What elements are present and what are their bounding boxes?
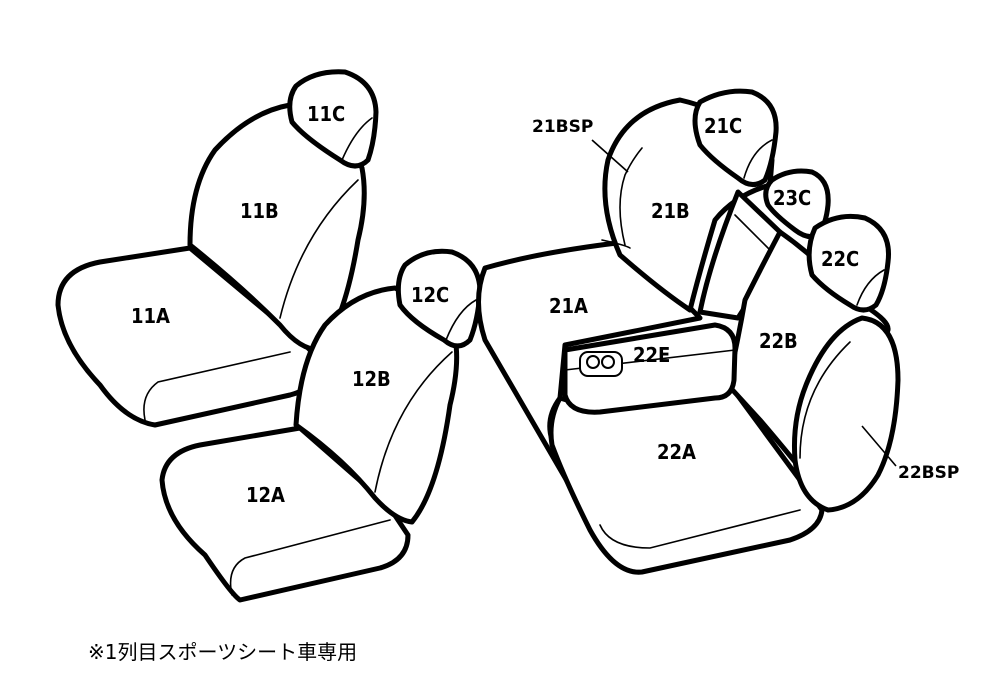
front-seat-12: 12C 12B 12A [159,248,483,603]
label-22BSP: 22BSP [898,463,959,483]
label-23C: 23C [773,186,811,210]
seat-12B-backrest [293,285,460,525]
label-21C: 21C [704,114,742,138]
seat-center-panel [697,189,783,321]
front-seat-11: 11C 11B 11A [55,69,379,428]
leader-21BSP [591,139,629,173]
label-12C: 12C [411,283,449,307]
label-22A: 22A [657,440,696,464]
seat-11B-backrest [187,102,367,353]
label-11C: 11C [307,102,345,126]
seat-22A-cushion [548,382,825,575]
leader-22BSP [861,425,897,467]
label-21BSP: 21BSP [532,117,593,137]
label-22B: 22B [759,329,798,353]
label-12B: 12B [352,367,391,391]
label-11B: 11B [240,199,279,223]
armrest-22E [562,322,738,415]
label-21B: 21B [651,199,690,223]
label-22C: 22C [821,247,859,271]
seat-12C-headrest [395,248,483,349]
footnote: ※1列目スポーツシート車専用 [88,640,358,664]
headrest-22C [806,213,892,313]
cup-holder-icon [579,351,623,377]
seat-12A-cushion [159,425,411,603]
label-11A: 11A [131,304,170,328]
label-22E: 22E [633,343,670,367]
rear-bench: 21BSP 21C 23C 22C 21B 21A 22B 22E 22A 22… [476,88,959,575]
seat-11C-headrest [287,69,379,169]
headrest-21C [692,88,779,187]
label-21A: 21A [549,294,588,318]
label-12A: 12A [246,483,285,507]
seat-22BSP-bolster [792,315,901,513]
